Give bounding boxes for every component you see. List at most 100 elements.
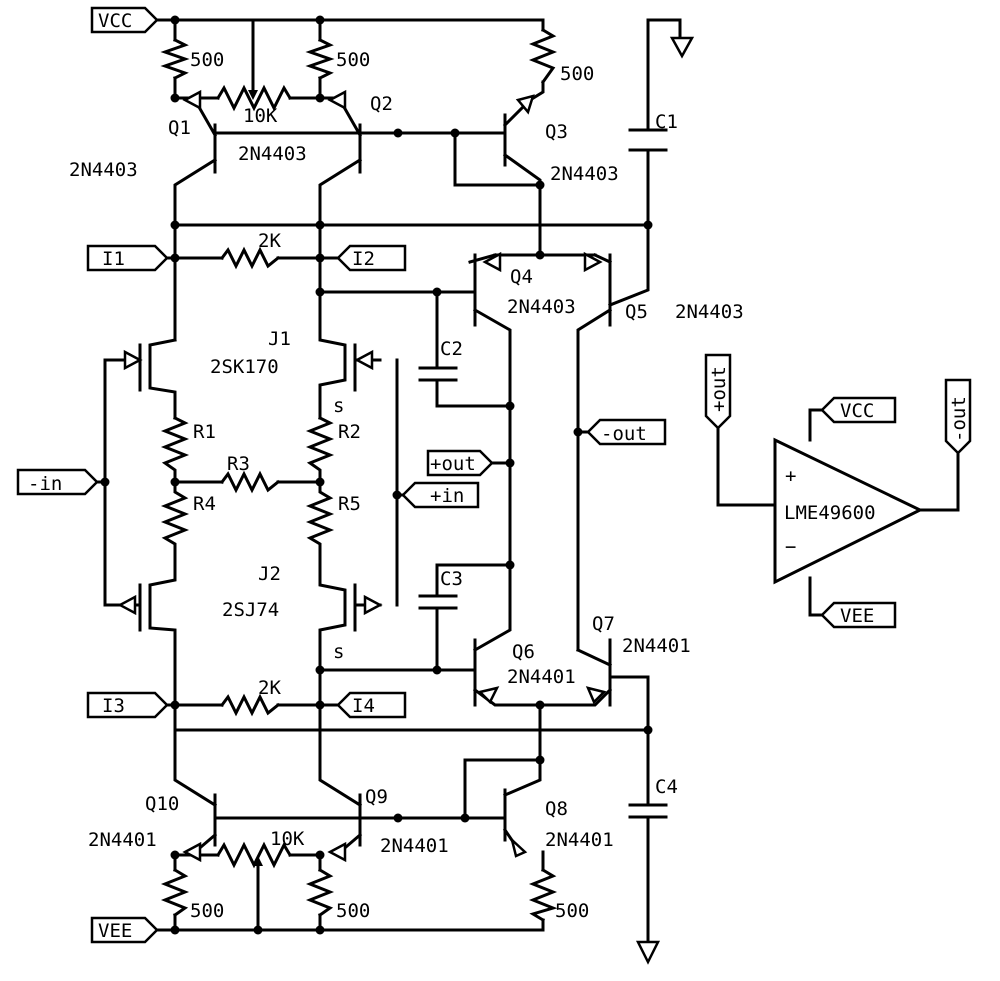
port-tag-plus-in: +in [401, 481, 480, 509]
svg-text:+out: +out [430, 453, 476, 475]
label-pot-bottom: 10K [270, 828, 305, 850]
resistor-r1 [160, 415, 190, 484]
label-j1: J1 [268, 328, 291, 350]
capacitor-c1 [628, 128, 668, 152]
junction-dots [100, 15, 653, 935]
label-r-bot-mid: 500 [336, 900, 370, 922]
label-r-bot-right: 500 [555, 900, 589, 922]
label-q4-part: 2N4403 [507, 296, 576, 318]
resistors [160, 27, 558, 923]
port-tag-i1: I1 [86, 244, 169, 272]
q7-emitter-arrow-icon [585, 686, 607, 705]
label-q6: Q6 [512, 641, 535, 663]
q1-emitter-arrow-icon [182, 89, 202, 111]
label-q7: Q7 [592, 613, 615, 635]
label-j2-part: 2SJ74 [222, 599, 279, 621]
q4-emitter-arrow-icon [482, 251, 502, 273]
label-q5-part: 2N4403 [675, 301, 744, 323]
label-r2: R2 [338, 421, 361, 443]
component-labels: 500 500 500 10K Q1 2N4403 Q2 2N4403 Q3 2… [69, 49, 744, 922]
label-c3: C3 [440, 568, 463, 590]
resistor-bot-right [528, 867, 558, 923]
label-r-top-mid: 500 [336, 49, 370, 71]
svg-text:I4: I4 [352, 695, 375, 717]
svg-text:-in: -in [28, 473, 62, 495]
label-q3-part: 2N4403 [550, 163, 619, 185]
ground-top-icon [669, 36, 695, 59]
capacitor-c2 [418, 366, 458, 382]
potentiometer-top [215, 84, 293, 112]
resistor-r5 [305, 480, 335, 554]
svg-text:VEE: VEE [98, 920, 132, 942]
resistor-bot-mid [305, 867, 335, 918]
port-tag-i4: I4 [336, 691, 407, 719]
port-tag-opamp-vee: VEE [820, 601, 897, 629]
label-q4: Q4 [510, 266, 533, 288]
label-s-top: s [333, 395, 344, 417]
label-q10: Q10 [145, 793, 179, 815]
label-q2-part: 2N4403 [238, 143, 307, 165]
port-tag-opamp-vcc: VCC [820, 396, 897, 424]
j2-gate-arrow-icon [117, 594, 137, 616]
capacitors [418, 128, 668, 819]
svg-text:VCC: VCC [98, 10, 132, 32]
arrows [117, 89, 607, 863]
resistor-r4 [160, 480, 190, 554]
label-q7-part: 2N4401 [622, 635, 691, 657]
label-r-2k-bottom: 2K [258, 677, 281, 699]
label-q3: Q3 [545, 121, 568, 143]
label-r4: R4 [193, 493, 216, 515]
label-r5: R5 [338, 493, 361, 515]
resistor-r3 [219, 470, 281, 494]
resistor-top-left [160, 37, 190, 81]
port-tag-i3: I3 [86, 691, 169, 719]
port-tag-opamp-plus-out: +out [704, 353, 732, 430]
opamp-minus-sign: − [785, 536, 796, 558]
q3-emitter-arrow-icon [515, 94, 535, 115]
capacitor-c3 [418, 594, 458, 610]
label-q9: Q9 [365, 786, 388, 808]
label-r-bot-left: 500 [190, 900, 224, 922]
label-q5: Q5 [625, 301, 648, 323]
resistor-bot-left [160, 867, 190, 918]
svg-text:-out: -out [601, 423, 647, 445]
label-q1: Q1 [168, 117, 191, 139]
j1-gate-arrow-icon [123, 349, 143, 371]
label-j1-part: 2SK170 [210, 356, 279, 378]
port-tag-i2: I2 [336, 244, 407, 272]
ground-bottom-icon [635, 940, 661, 965]
q6-emitter-arrow-icon [477, 686, 500, 705]
resistor-top-right [528, 27, 558, 85]
q9-emitter-arrow-icon [327, 841, 347, 863]
svg-text:+out: +out [708, 366, 730, 412]
label-q6-part: 2N4401 [507, 666, 576, 688]
label-r-2k-top: 2K [258, 230, 281, 252]
label-q8: Q8 [545, 798, 568, 820]
resistor-top-mid [305, 37, 335, 81]
label-s-bottom: s [333, 641, 344, 663]
label-j2: J2 [258, 563, 281, 585]
label-c2: C2 [440, 338, 463, 360]
resistor-r2 [305, 415, 335, 484]
port-tag-opamp-minus-out: -out [944, 378, 972, 455]
capacitor-c4 [628, 803, 668, 819]
j2b-gate-arrow-icon [363, 594, 383, 616]
opamp-lme49600: + − LME49600 [773, 437, 924, 585]
label-r1: R1 [193, 421, 216, 443]
svg-text:I1: I1 [102, 248, 125, 270]
q5-emitter-arrow-icon [583, 251, 603, 273]
label-r3: R3 [227, 453, 250, 475]
resistor-2k-top [219, 246, 281, 270]
svg-text:VEE: VEE [840, 605, 874, 627]
q10-emitter-arrow-icon [182, 841, 202, 863]
opamp-part-label: LME49600 [784, 502, 876, 524]
label-q1-part: 2N4403 [69, 159, 138, 181]
j1b-gate-arrow-icon [354, 349, 374, 371]
port-tag-minus-out-mid: -out [586, 418, 667, 446]
port-tag-vee-bottom: VEE [90, 916, 159, 944]
label-c1: C1 [655, 111, 678, 133]
port-tag-plus-out-mid: +out [426, 449, 494, 477]
port-tag-vcc-top: VCC [90, 6, 159, 34]
svg-text:I2: I2 [352, 248, 375, 270]
